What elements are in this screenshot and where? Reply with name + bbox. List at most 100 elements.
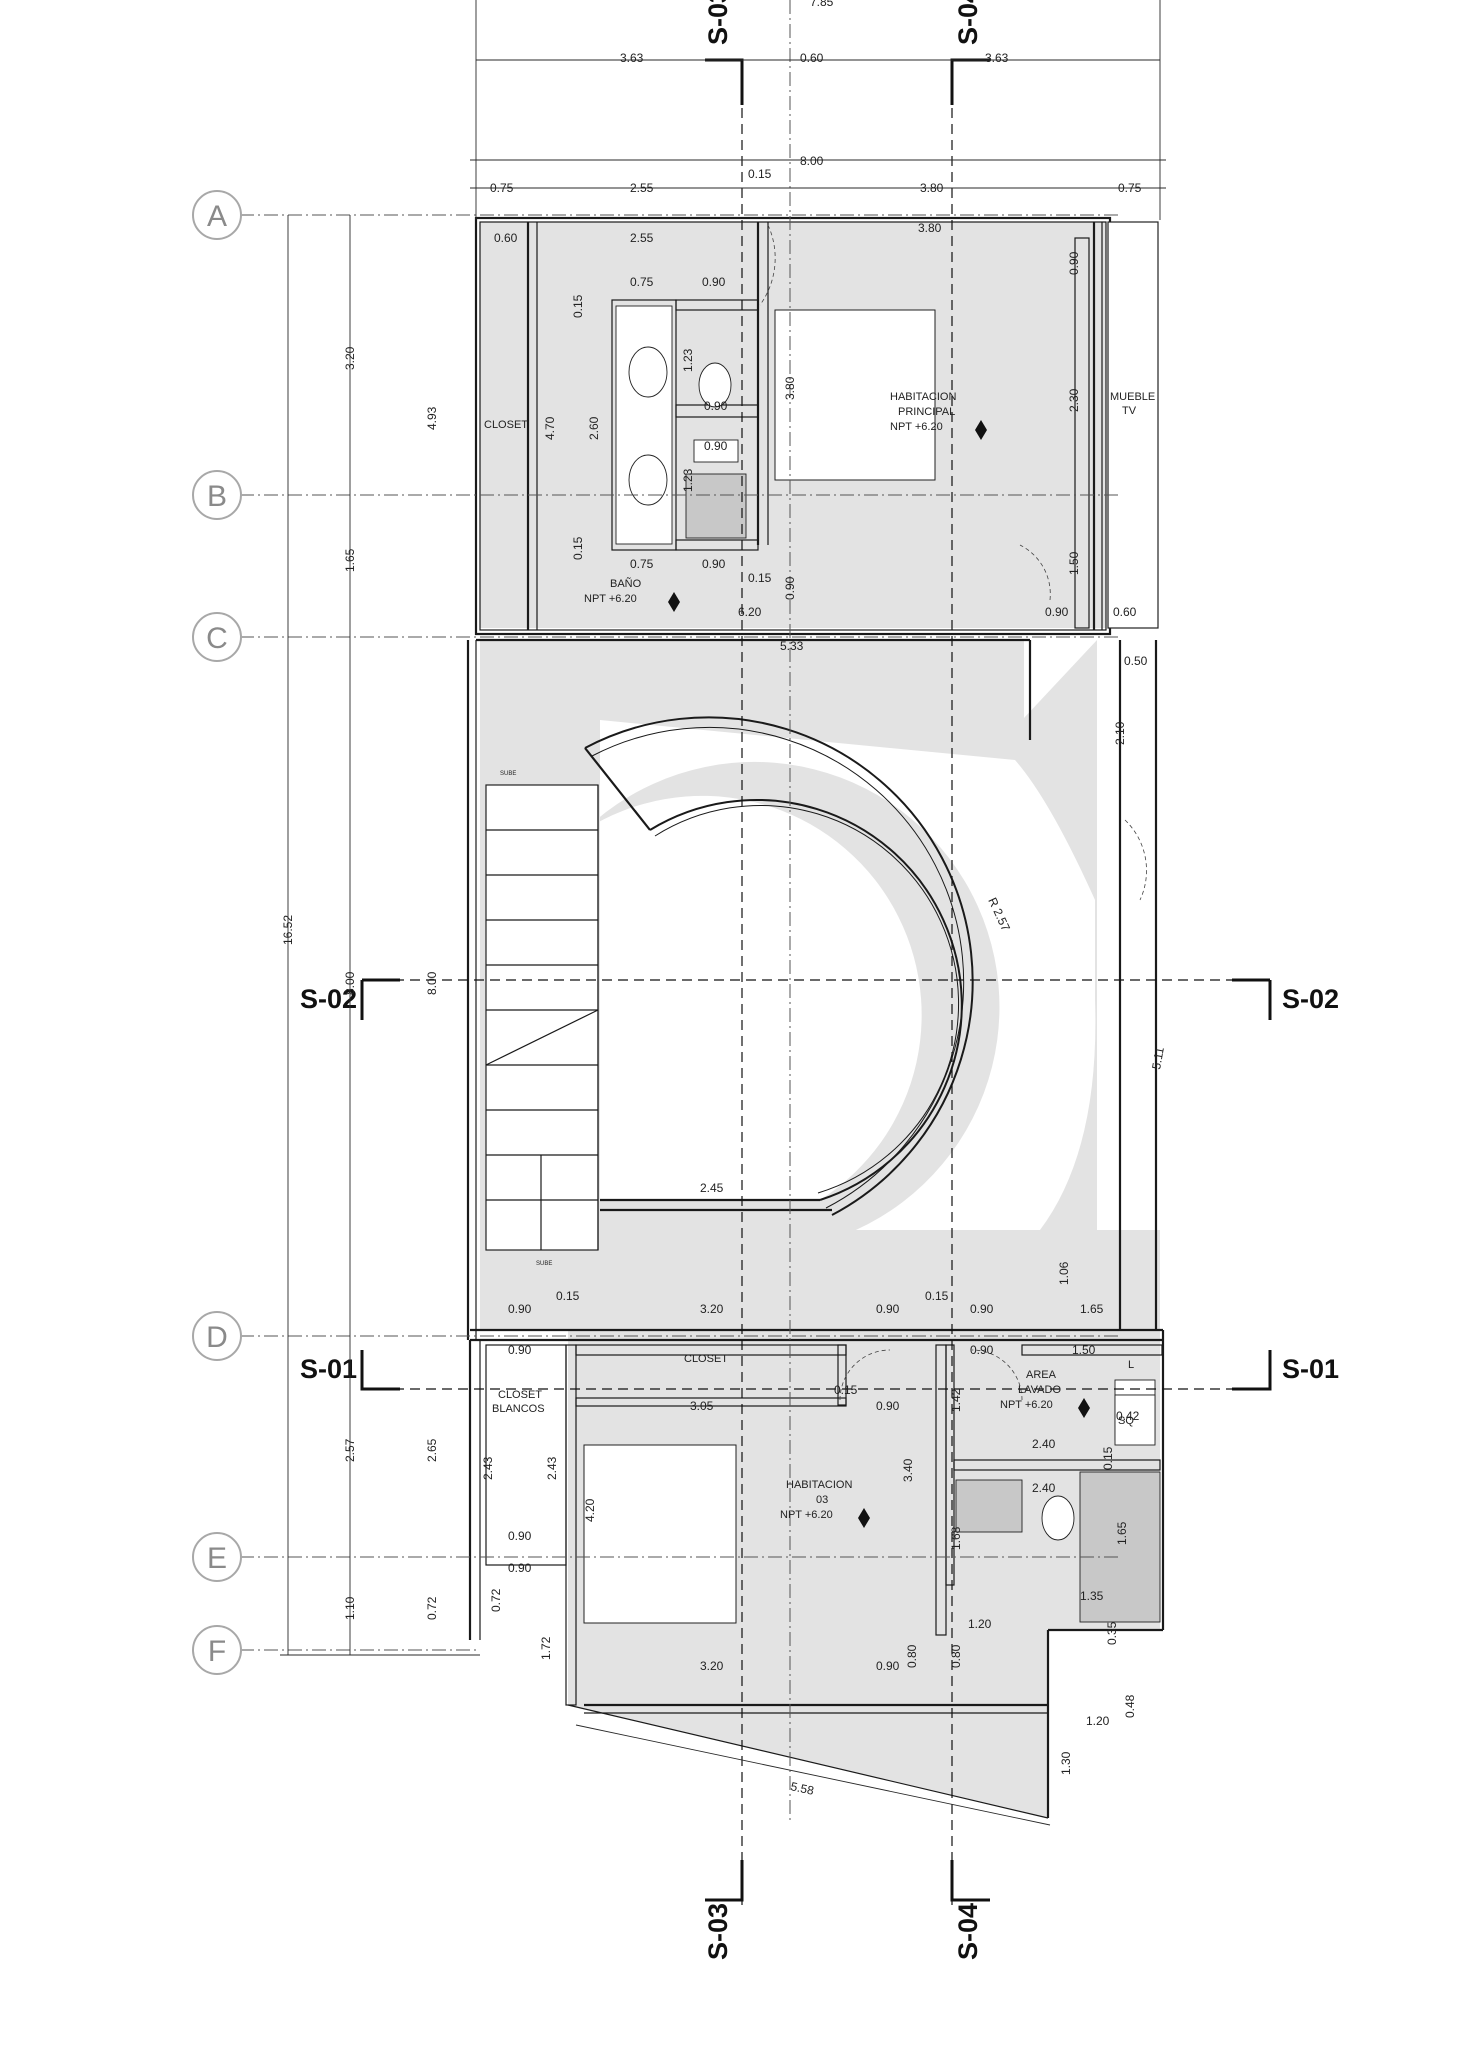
section-s04-top: S-04 xyxy=(953,0,983,45)
dim-015-h: 0.15 xyxy=(834,1383,858,1397)
grid-label-a: A xyxy=(207,200,227,233)
dim-015-b: 0.15 xyxy=(748,571,772,585)
room-bano-level: NPT +6.20 xyxy=(584,593,637,605)
dim-080-a: 0.80 xyxy=(905,1644,919,1668)
dim-380-in: 3.80 xyxy=(918,221,942,235)
room-mueble-tv-l2: TV xyxy=(1122,405,1137,417)
dim-123-b: 1.23 xyxy=(681,468,695,492)
dim-168: 1.68 xyxy=(949,1526,963,1550)
level-marker-icon xyxy=(668,592,680,612)
dim-255-in: 2.55 xyxy=(630,231,654,245)
dim-150-d: 1.50 xyxy=(1072,1343,1096,1357)
room-closet-master: CLOSET xyxy=(484,419,528,431)
section-s02-left: S-02 xyxy=(300,984,357,1014)
dim-265: 2.65 xyxy=(425,1438,439,1462)
dimension-lines xyxy=(280,0,1166,1826)
dim-110: 1.10 xyxy=(343,1596,357,1620)
grid-label-b: B xyxy=(207,480,227,513)
dim-072-b: 0.72 xyxy=(489,1588,503,1612)
dim-radius: R 2.57 xyxy=(985,895,1013,933)
dim-260: 2.60 xyxy=(587,416,601,440)
room-lavado-l: L xyxy=(1128,1359,1134,1371)
stair-label-bottom: SUBE xyxy=(536,1261,552,1267)
dim-245: 2.45 xyxy=(700,1181,724,1195)
grid-marker-a: A xyxy=(192,190,242,240)
dim-511: 5.11 xyxy=(1149,1046,1167,1071)
dim-075-a: 0.75 xyxy=(630,275,654,289)
grid-marker-f: F xyxy=(192,1625,242,1675)
dim-243-b: 2.43 xyxy=(545,1456,559,1480)
dim-142: 1.42 xyxy=(949,1388,963,1412)
room-habitacion-principal-level: NPT +6.20 xyxy=(890,421,943,433)
dim-090-c: 0.90 xyxy=(1045,605,1069,619)
dim-320-f: 3.20 xyxy=(700,1659,724,1673)
room-area-lavado-l2: LAVADO xyxy=(1018,1384,1061,1396)
dim-top-right: 3.63 xyxy=(985,51,1009,65)
level-markers xyxy=(668,420,1090,1528)
dim-090-wc2: 0.90 xyxy=(704,439,728,453)
stair-label-top: SUBE xyxy=(500,771,516,777)
dim-015-d: 0.15 xyxy=(556,1289,580,1303)
dim-048: 0.48 xyxy=(1123,1694,1137,1718)
grid-marker-c: C xyxy=(192,612,242,662)
dim-top-total: 7.85 xyxy=(810,0,834,9)
dim-420: 4.20 xyxy=(583,1498,597,1522)
dim-165-d: 1.65 xyxy=(1080,1302,1104,1316)
section-s02-right: S-02 xyxy=(1282,984,1339,1014)
section-s01-right: S-01 xyxy=(1282,1354,1339,1384)
dim-015-v2: 0.15 xyxy=(571,536,585,560)
room-closet-hab03: CLOSET xyxy=(684,1353,728,1365)
grid-axes: A B C D E F xyxy=(192,190,1120,1675)
room-labels: CLOSET BAÑO NPT +6.20 HABITACION PRINCIP… xyxy=(484,391,1155,1521)
dim-090-h: 0.90 xyxy=(876,1399,900,1413)
dim-top-mid: 0.60 xyxy=(800,51,824,65)
dim-150: 1.50 xyxy=(1067,551,1081,575)
dim-305: 3.05 xyxy=(690,1399,714,1413)
dim-top-left: 3.63 xyxy=(620,51,644,65)
dim-130: 1.30 xyxy=(1059,1751,1073,1775)
dim-090-b: 0.90 xyxy=(702,557,726,571)
section-cuts: S-03 S-04 S-03 S-04 S-02 S-02 S-01 S-01 xyxy=(300,0,1339,1960)
grid-marker-d: D xyxy=(192,1311,242,1361)
room-habitacion-principal-l1: HABITACION xyxy=(890,391,956,403)
dim-255: 2.55 xyxy=(630,181,654,195)
dim-090-a: 0.90 xyxy=(702,275,726,289)
dim-123-a: 1.23 xyxy=(681,348,695,372)
dimension-labels: 7.85 3.63 0.60 3.63 8.00 0.75 2.55 0.15 … xyxy=(281,0,1167,1798)
dim-172: 1.72 xyxy=(539,1636,553,1660)
dim-558: 5.58 xyxy=(789,1779,815,1798)
dim-243-a: 2.43 xyxy=(481,1456,495,1480)
room-area-lavado-l1: AREA xyxy=(1026,1369,1057,1381)
dim-380: 3.80 xyxy=(920,181,944,195)
grid-marker-e: E xyxy=(192,1532,242,1582)
dim-090-e2: 0.90 xyxy=(508,1561,532,1575)
dim-090-d1: 0.90 xyxy=(508,1302,532,1316)
dim-060-closet: 0.60 xyxy=(494,231,518,245)
section-s01-left: S-01 xyxy=(300,1354,357,1384)
dim-620: 6.20 xyxy=(738,605,762,619)
dim-106: 1.06 xyxy=(1057,1261,1071,1285)
room-mueble-tv-l1: MUEBLE xyxy=(1110,391,1155,403)
dim-080-b: 0.80 xyxy=(949,1644,963,1668)
dim-075-right: 0.75 xyxy=(1118,181,1142,195)
dim-090-wc: 0.90 xyxy=(704,399,728,413)
grid-marker-b: B xyxy=(192,470,242,520)
dim-320-left: 3.20 xyxy=(343,346,357,370)
dim-320-d: 3.20 xyxy=(700,1302,724,1316)
dim-075-left: 0.75 xyxy=(490,181,514,195)
section-s03-bottom: S-03 xyxy=(703,1903,733,1960)
dim-240-b: 2.40 xyxy=(1032,1481,1056,1495)
grid-label-d: D xyxy=(206,1321,228,1354)
room-habitacion03-l2: 03 xyxy=(816,1494,828,1506)
level-marker-icon xyxy=(1078,1398,1090,1418)
dim-240: 2.40 xyxy=(1032,1437,1056,1451)
dim-165-e: 1.65 xyxy=(1115,1521,1129,1545)
dim-120-a: 1.20 xyxy=(968,1617,992,1631)
dim-120-b: 1.20 xyxy=(1086,1714,1110,1728)
grid-label-e: E xyxy=(207,1542,227,1575)
dim-035: 0.35 xyxy=(1105,1621,1119,1645)
level-marker-icon xyxy=(975,420,987,440)
dim-075-b: 0.75 xyxy=(630,557,654,571)
dim-800-b: 8.00 xyxy=(425,971,439,995)
